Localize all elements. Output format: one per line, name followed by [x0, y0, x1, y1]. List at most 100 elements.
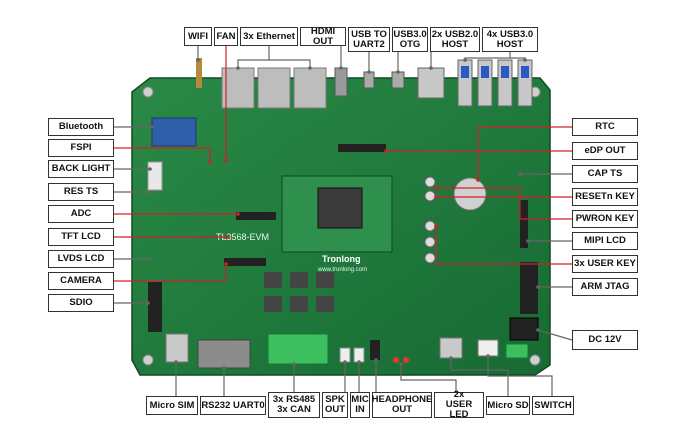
url-silkscreen: www.tronlong.com — [317, 267, 367, 273]
label-headphone-out: HEADPHONE OUT — [372, 392, 432, 418]
label-tft-lcd: TFT LCD — [48, 228, 114, 246]
leader-pwron — [436, 187, 572, 220]
leader-dot-adc — [236, 212, 240, 216]
leader-dot-fan — [224, 158, 228, 162]
label-lvds-lcd: LVDS LCD — [48, 250, 114, 268]
leader-dot-usb3b — [523, 58, 527, 62]
label-usb20-host: 2x USB2.0 HOST — [430, 27, 480, 52]
label-micro-sim: Micro SIM — [146, 396, 198, 415]
board-name-silkscreen: TL3568-EVM — [216, 232, 269, 242]
leader-dot-pwron — [434, 186, 438, 190]
leader-rtc — [477, 126, 572, 180]
label-edp-out: eDP OUT — [572, 142, 638, 160]
leader-dot-edp — [384, 149, 388, 153]
label-usb30-otg: USB3.0 OTG — [392, 27, 428, 52]
leader-led — [400, 364, 457, 392]
label-mipi-lcd: MIPI LCD — [572, 232, 638, 250]
leader-dot-usb2 — [429, 66, 433, 70]
label-wifi: WIFI — [184, 27, 212, 46]
label-usb30-host: 4x USB3.0 HOST — [482, 27, 538, 52]
leader-dot-usb3 — [463, 58, 467, 62]
ethernet-jack-2 — [257, 67, 291, 109]
leader-dot-sdio — [146, 301, 150, 305]
leader-dot-hp — [374, 358, 378, 362]
usb-otg-connector — [391, 71, 405, 89]
rtc-battery — [453, 177, 487, 211]
label-adc: ADC — [48, 205, 114, 223]
leader-dot-rtc — [476, 178, 480, 182]
label-spk-out: SPK OUT — [322, 392, 348, 418]
leader-dot-bt — [150, 125, 154, 129]
leader-ethernet — [237, 46, 270, 68]
label-mic-in: MIC IN — [350, 392, 370, 418]
leader-dot-fspi — [208, 160, 212, 164]
leader-dot-ukey — [434, 224, 438, 228]
soc-chip — [317, 187, 363, 229]
leader-usb3 — [464, 52, 511, 60]
leader-dot-rs485 — [292, 362, 296, 366]
leader-dot-camera — [224, 262, 228, 266]
leader-dot-rs232 — [222, 366, 226, 370]
label-back-light: BACK LIGHT — [48, 160, 114, 178]
leader-ethernet2 — [269, 59, 311, 68]
bluetooth-module — [151, 117, 197, 147]
label-fspi: FSPI — [48, 139, 114, 157]
usb2-host-connector — [417, 67, 445, 99]
leader-dot-sim — [174, 360, 178, 364]
leader-dot-uart2 — [367, 70, 371, 74]
label-resetn-key: RESETn KEY — [572, 188, 638, 206]
label-rs232-uart0: RS232 UART0 — [200, 396, 266, 415]
leader-dot-led — [399, 362, 403, 366]
label-dc-12v: DC 12V — [572, 330, 638, 350]
micro-sim-slot — [165, 333, 189, 363]
leader-dot-capts — [518, 172, 522, 176]
label-switch: SWITCH — [532, 396, 574, 415]
jtag-header — [520, 262, 538, 314]
dc-jack — [509, 317, 539, 341]
label-sdio: SDIO — [48, 294, 114, 312]
label-micro-sd: Micro SD — [486, 396, 530, 415]
edp-connector — [338, 144, 386, 152]
label-ethernet: 3x Ethernet — [240, 27, 298, 46]
leader-dot-rests — [148, 190, 152, 194]
leader-sd — [450, 358, 509, 396]
label-pwron-key: PWRON KEY — [572, 210, 638, 228]
terminal-block — [267, 333, 329, 365]
label-rtc: RTC — [572, 118, 638, 136]
leader-dot-ethernet — [236, 66, 240, 70]
leader-dot-otg — [396, 70, 400, 74]
label-user-key: 3x USER KEY — [572, 255, 638, 273]
ethernet-jack-3 — [293, 67, 327, 109]
leader-lines — [114, 46, 573, 396]
label-fan: FAN — [214, 27, 238, 46]
micro-sd-slot — [439, 337, 463, 359]
leader-fspi — [114, 147, 211, 162]
label-hdmi-out: HDMI OUT — [300, 26, 346, 46]
leader-dot-sd — [449, 356, 453, 360]
leader-dot-switch — [486, 354, 490, 358]
leader-dot-hdmi — [339, 66, 343, 70]
power-switch — [477, 339, 499, 357]
leader-dot-lvds — [148, 257, 152, 261]
leader-dot-dc — [536, 328, 540, 332]
brand-silkscreen: Tronlong — [322, 254, 361, 264]
label-cap-ts: CAP TS — [572, 165, 638, 183]
leader-dot-resetn — [434, 195, 438, 199]
leader-dot-mic — [357, 360, 361, 364]
label-camera: CAMERA — [48, 272, 114, 290]
label-rs485-can: 3x RS485 3x CAN — [268, 392, 320, 418]
usb-uart-connector — [363, 71, 375, 89]
rs232-connector — [197, 339, 251, 369]
hdmi-connector — [334, 67, 348, 97]
wifi-antenna — [196, 58, 202, 88]
leader-dot-ethernet2 — [308, 66, 312, 70]
ethernet-jack-1 — [221, 67, 255, 109]
leader-dot-jtag — [536, 285, 540, 289]
label-usb-uart2: USB TO UART2 — [348, 27, 390, 52]
label-bluetooth: Bluetooth — [48, 118, 114, 136]
leader-dot-backlight — [148, 167, 152, 171]
leader-dc — [537, 329, 573, 341]
leader-switch — [487, 356, 553, 396]
